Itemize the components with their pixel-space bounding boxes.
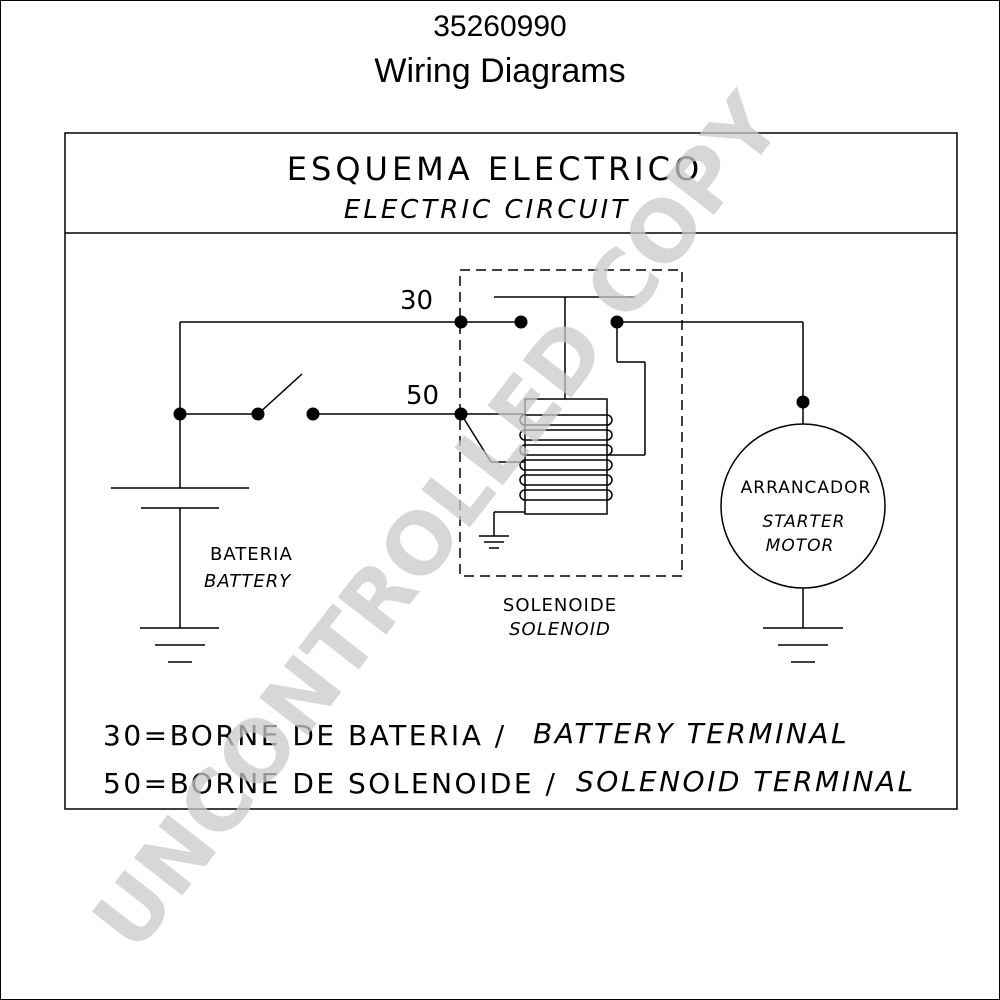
diagram-title-en: ELECTRIC CIRCUIT <box>344 195 630 225</box>
junction-dots <box>173 315 810 421</box>
terminal-30-label: 30 <box>400 286 433 316</box>
legend-line-2-en: SOLENOID TERMINAL <box>576 765 916 798</box>
battery-symbol <box>111 487 249 509</box>
part-number: 35260990 <box>433 10 567 43</box>
solenoid-label-es: SOLENOIDE <box>503 595 617 616</box>
solenoid-ground-icon <box>479 535 509 549</box>
motor-label-es: ARRANCADOR <box>741 478 872 498</box>
motor-label-en-line2: MOTOR <box>766 536 835 556</box>
legend-line-2-es: 50=BORNE DE SOLENOIDE / <box>103 767 557 800</box>
battery-ground-icon <box>140 627 219 663</box>
battery-label-en: BATTERY <box>204 571 292 592</box>
diagram-frame <box>64 132 958 810</box>
legend-line-1-en: BATTERY TERMINAL <box>533 717 849 750</box>
terminal-50-label: 50 <box>406 381 439 411</box>
switch-blade <box>257 373 303 415</box>
battery-label-es: BATERIA <box>210 544 293 565</box>
solenoid-label-en: SOLENOID <box>509 619 611 640</box>
motor-label-en-line1: STARTER <box>763 512 846 532</box>
solenoid-coil <box>519 398 613 515</box>
solenoid-enclosure <box>459 269 683 577</box>
page-title: Wiring Diagrams <box>374 52 626 90</box>
motor-ground-icon <box>763 627 843 663</box>
starter-motor <box>720 423 886 589</box>
diagram-title-es: ESQUEMA ELECTRICO <box>287 150 703 188</box>
legend-line-1-es: 30=BORNE DE BATERIA / <box>103 719 507 752</box>
